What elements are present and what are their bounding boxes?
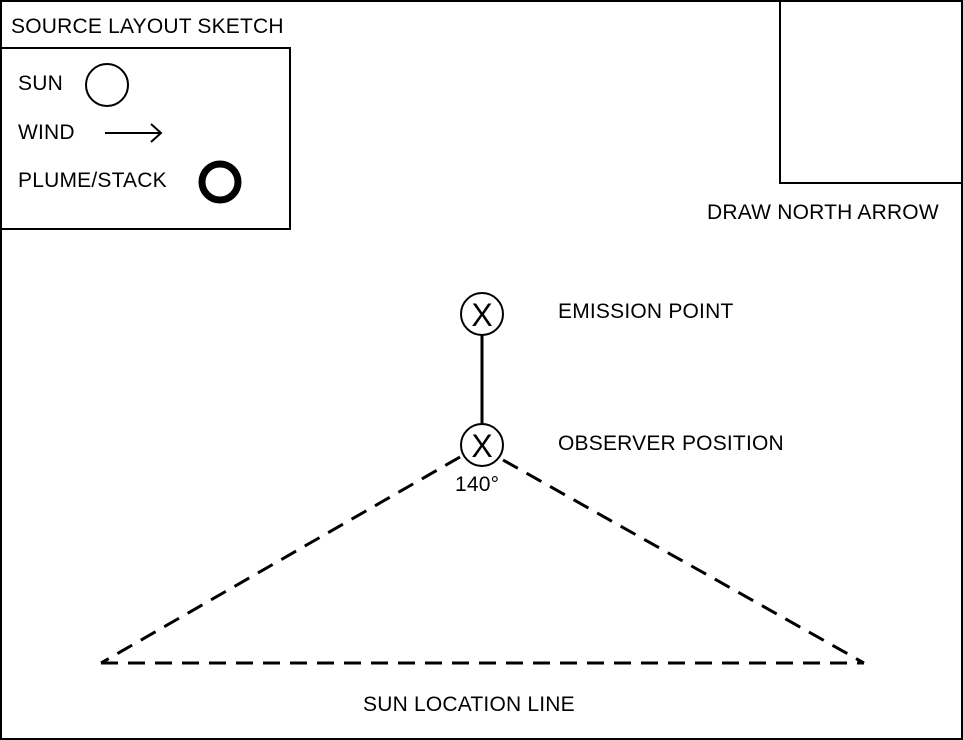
legend-sun-label: SUN xyxy=(18,72,63,95)
observer-position-marker: X xyxy=(460,423,504,467)
emission-point-x: X xyxy=(471,297,492,333)
observer-angle-label: 140° xyxy=(455,473,500,496)
view-cone-left-line xyxy=(100,455,461,665)
north-arrow-box[interactable] xyxy=(779,0,963,184)
legend-wind-label: WIND xyxy=(18,121,75,144)
observer-position-label: OBSERVER POSITION xyxy=(558,432,784,455)
wind-arrow-icon xyxy=(105,123,163,143)
plume-stack-icon xyxy=(198,160,242,204)
legend-plume-label: PLUME/STACK xyxy=(18,169,167,192)
north-arrow-label: DRAW NORTH ARROW xyxy=(707,201,939,224)
emission-point-marker: X xyxy=(460,292,504,336)
sketch-title: SOURCE LAYOUT SKETCH xyxy=(11,15,284,38)
legend-box xyxy=(0,47,291,230)
sun-icon xyxy=(85,63,129,107)
sun-location-line-label: SUN LOCATION LINE xyxy=(363,693,575,716)
view-cone-right-line xyxy=(502,458,865,665)
emission-point-label: EMISSION POINT xyxy=(558,300,734,323)
observer-position-x: X xyxy=(471,428,492,464)
